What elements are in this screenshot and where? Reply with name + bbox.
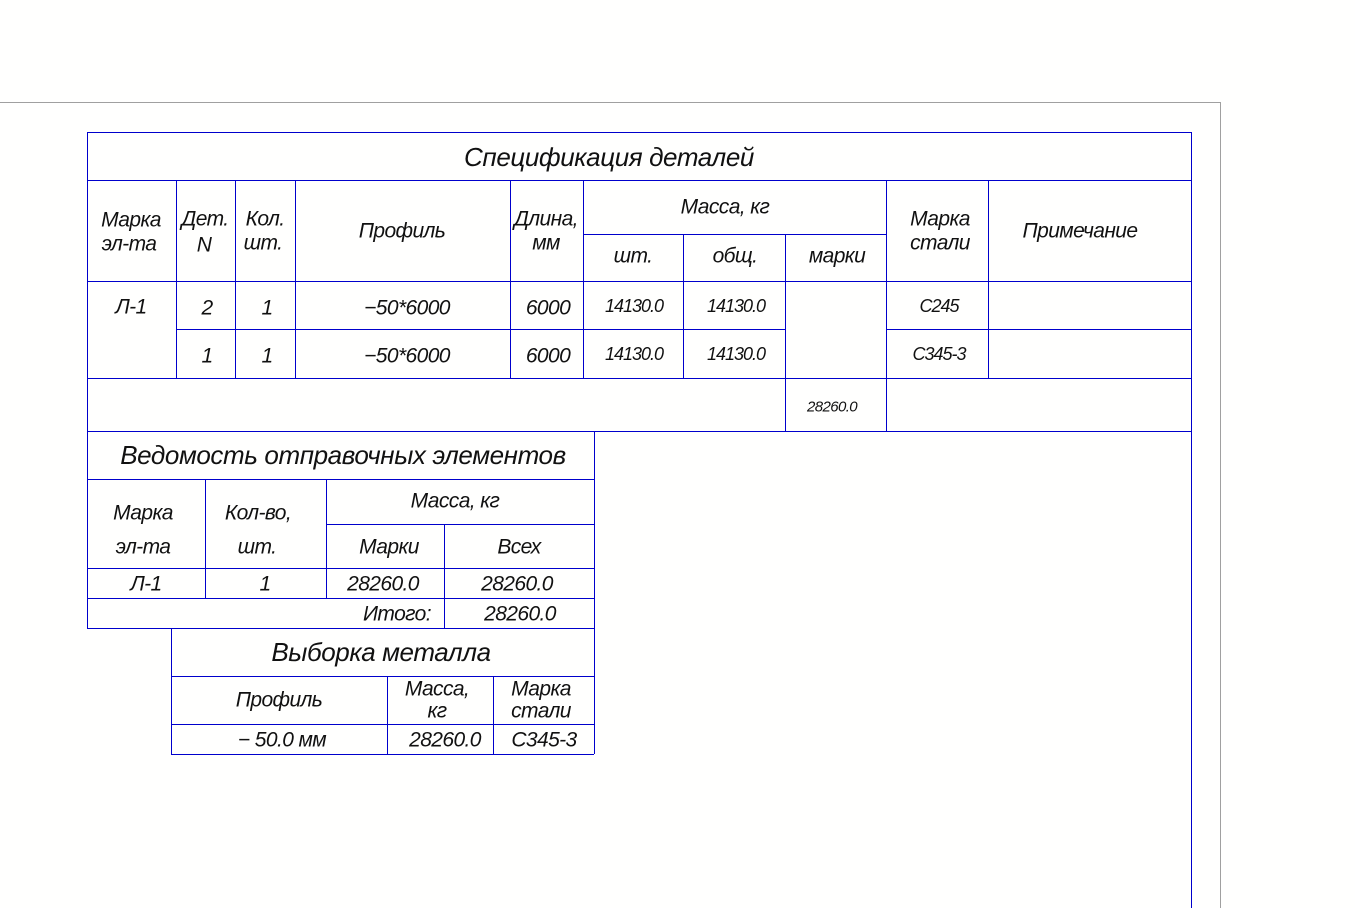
header-mass-all: Всех [497, 535, 541, 559]
cell-mass: 28260.0 [409, 728, 481, 752]
metal-title: Выборка металла [271, 637, 491, 667]
header-mark: Марка [101, 208, 161, 232]
header-steel: стали [511, 699, 571, 723]
header-mark: Марка [113, 501, 173, 525]
header-det: N [196, 233, 212, 257]
cell-mark: Л-1 [130, 572, 162, 596]
cell-steel: С345-3 [912, 344, 966, 364]
cell-mass-total: 14130.0 [706, 296, 766, 316]
header-mass-mark: Марки [359, 535, 419, 559]
header-mass: Масса, кг [680, 195, 770, 219]
cell-qty: 1 [261, 344, 273, 368]
header-length: Длина, [514, 207, 578, 231]
cell-mass-total: 14130.0 [706, 344, 766, 364]
header-length: мм [532, 231, 560, 255]
shipping-title: Ведомость отправочных элементов [120, 440, 566, 470]
total-label: Итого: [363, 602, 432, 626]
sheet-frame [0, 102, 1221, 908]
header-mass-piece: шт. [613, 244, 653, 268]
header-note: Примечание [1022, 219, 1139, 243]
cell-mass-piece: 14130.0 [604, 296, 664, 316]
header-mark: эл-та [115, 535, 171, 559]
cell-length: 6000 [525, 296, 571, 320]
cell-steel: С245 [919, 296, 959, 316]
cell-profile: −50*6000 [364, 296, 450, 320]
header-qty: шт. [243, 231, 283, 255]
header-profile: Профиль [358, 219, 446, 243]
spec-title: Спецификация деталей [464, 142, 754, 172]
header-steel: Марка [910, 207, 970, 231]
header-mark: эл-та [101, 232, 157, 256]
cell-length: 6000 [525, 344, 571, 368]
cell-det: 1 [201, 344, 213, 368]
header-mass-total: общ. [712, 244, 758, 268]
header-det: Дет. [181, 207, 230, 231]
cell-steel: С345-3 [511, 728, 577, 752]
cell-profile: − 50.0 мм [237, 728, 327, 752]
header-mass: Масса, [404, 677, 470, 701]
header-steel: Марка [511, 677, 571, 701]
header-mass: Масса, кг [410, 489, 500, 513]
cell-mark-mass-total: 28260.0 [806, 398, 858, 416]
header-qty: шт. [237, 535, 277, 559]
cell-qty: 1 [261, 296, 273, 320]
cell-profile: −50*6000 [364, 344, 450, 368]
cell-mass-mark: 28260.0 [347, 572, 419, 596]
header-mass-mark: марки [808, 244, 866, 268]
header-qty: Кол. [245, 207, 285, 231]
cell-mass-piece: 14130.0 [604, 344, 664, 364]
header-mass: кг [427, 699, 447, 723]
cell-det: 2 [201, 296, 213, 320]
cell-qty: 1 [259, 572, 271, 596]
header-steel: стали [910, 231, 970, 255]
header-qty: Кол-во, [224, 501, 292, 525]
header-profile: Профиль [235, 688, 323, 712]
cell-mark: Л-1 [115, 295, 147, 319]
total-value: 28260.0 [484, 602, 556, 626]
table-lines [87, 132, 1192, 908]
cell-mass-all: 28260.0 [481, 572, 553, 596]
